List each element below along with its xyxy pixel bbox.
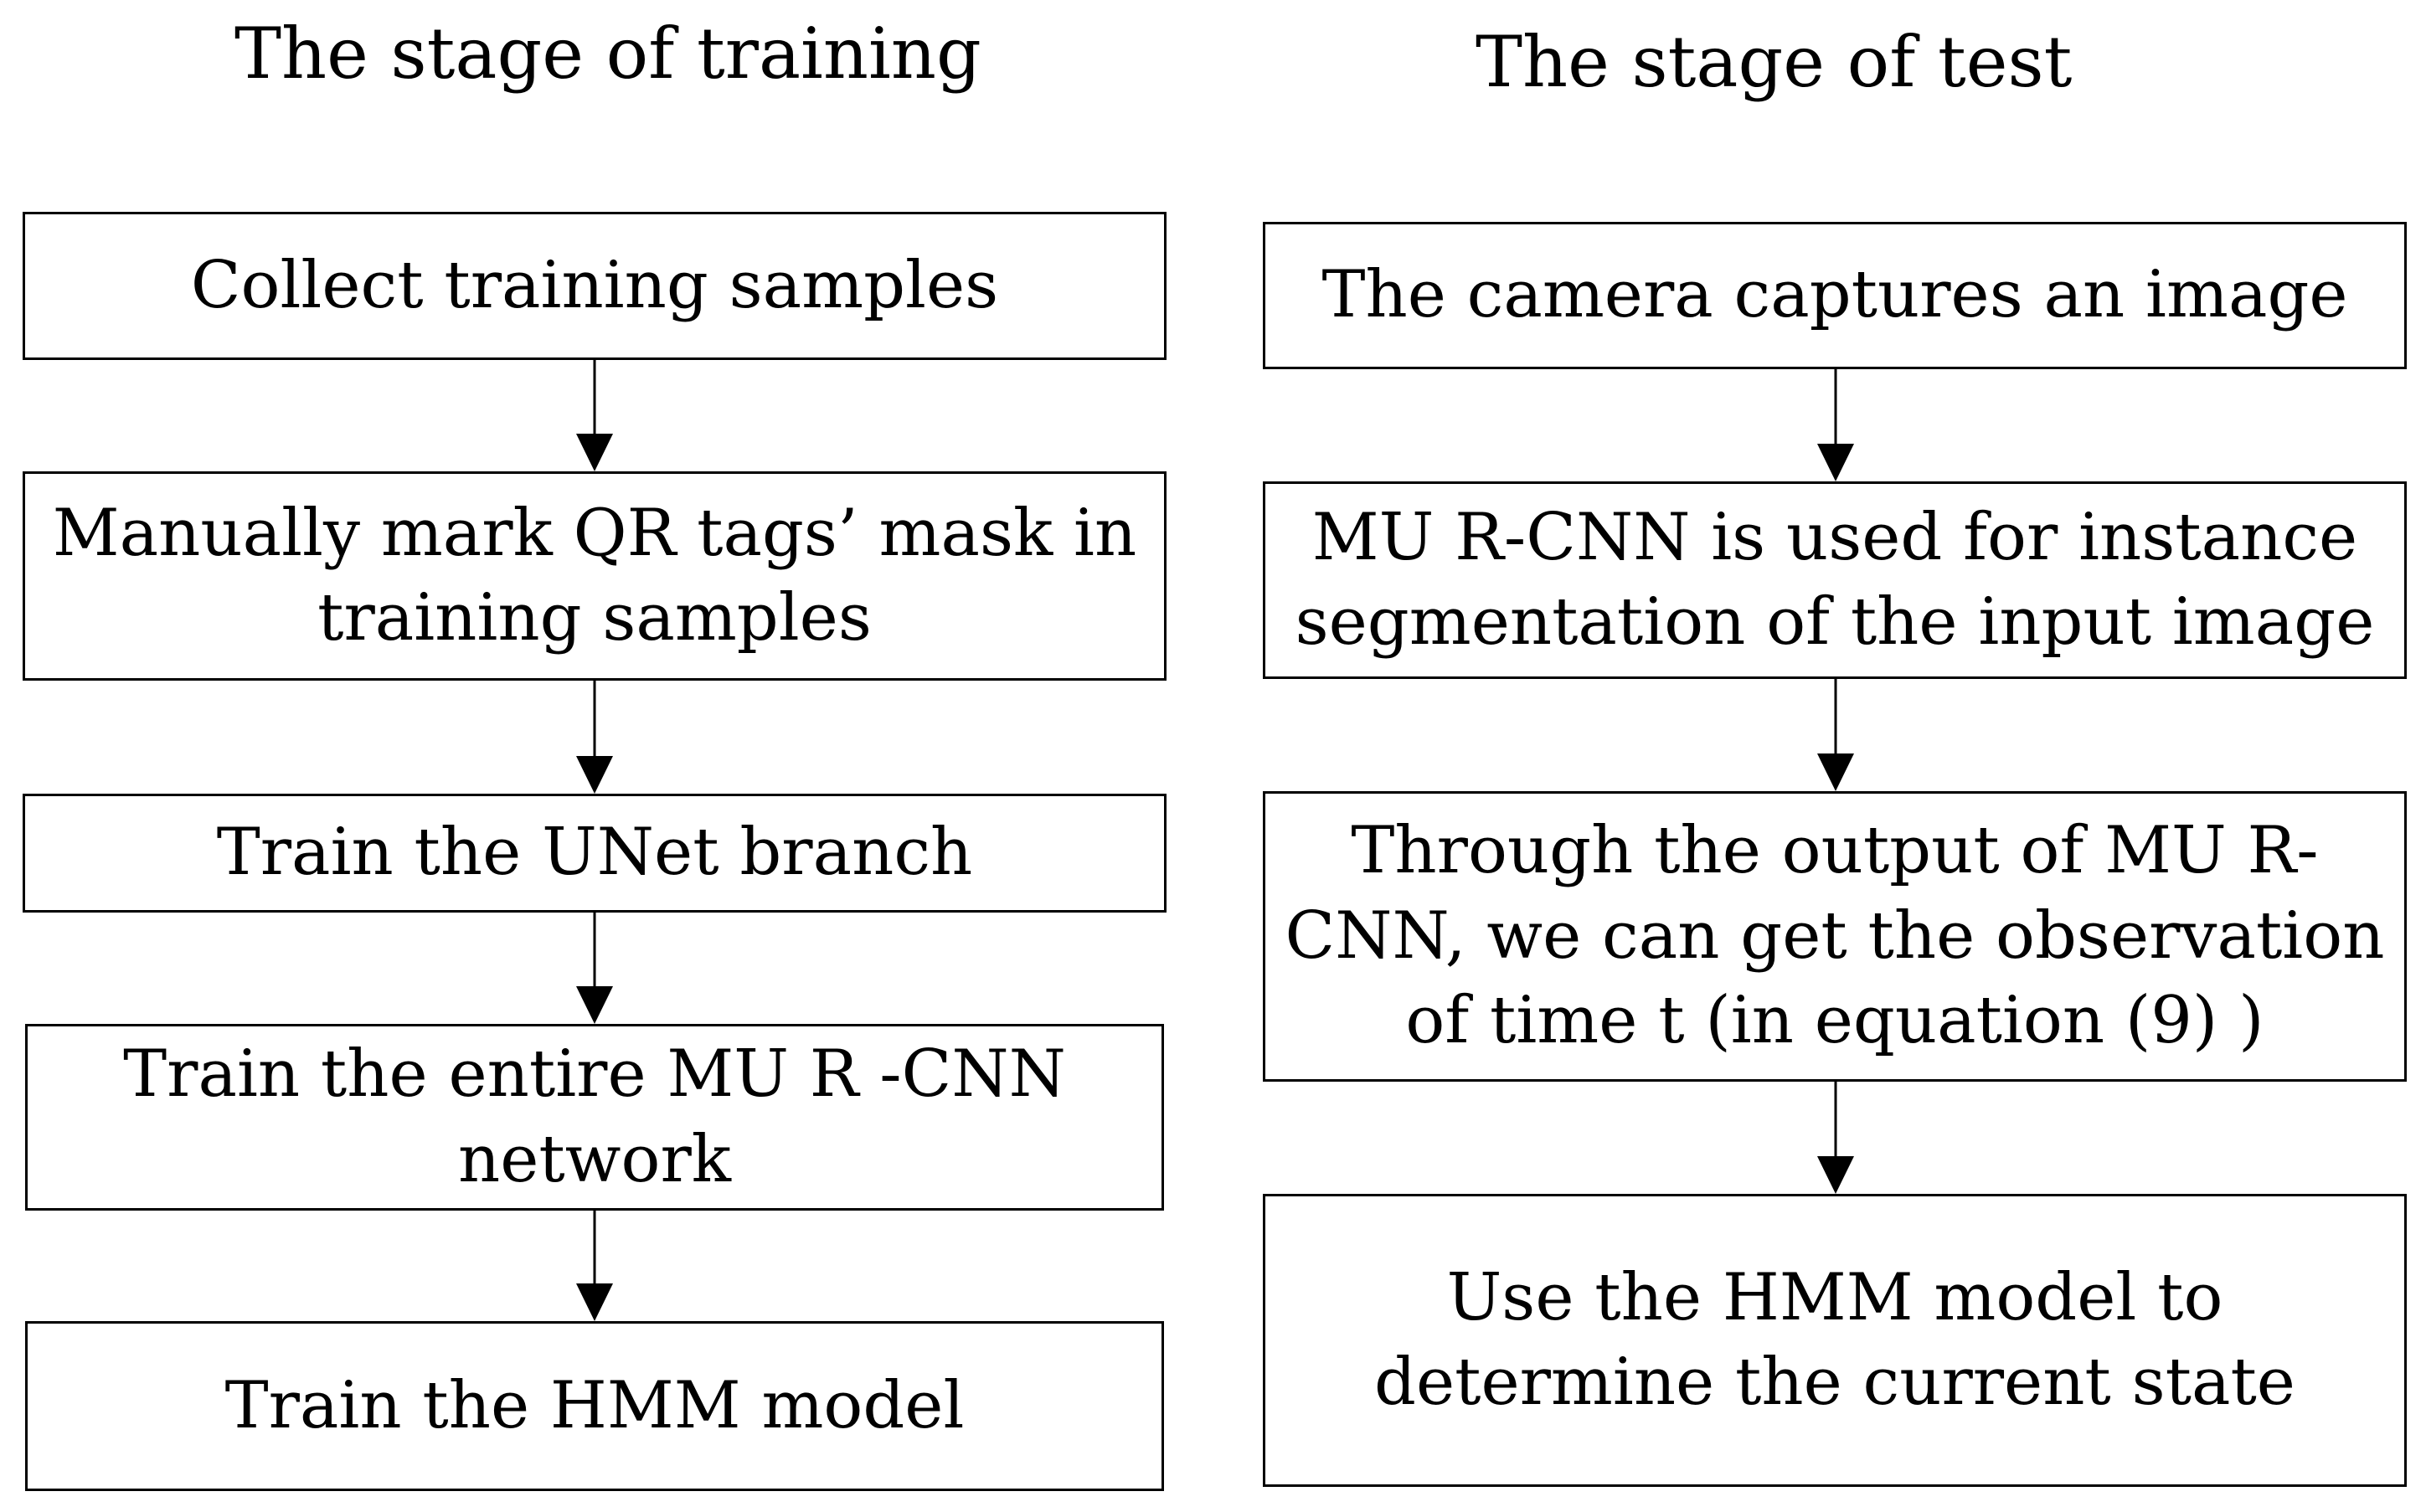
test-stage-title: The stage of test (1476, 21, 2073, 103)
test-arrow-2 (1817, 679, 1854, 791)
test-step-label: The camera captures an image (1321, 257, 2348, 333)
test-step-instance-segmentation: MU R-CNN is used for instance segmentati… (1263, 481, 2407, 679)
test-step-determine-state: Use the HMM model to determine the curre… (1263, 1194, 2407, 1487)
training-arrow-2 (576, 681, 613, 794)
training-step-train-mu-rcnn: Train the entire MU R -CNN network (25, 1024, 1164, 1211)
training-step-label: Manually mark QR tags’ mask in training … (52, 495, 1137, 656)
test-arrow-3 (1817, 1082, 1854, 1194)
test-step-label: Through the output of MU R- CNN, we can … (1285, 813, 2385, 1059)
test-step-label: MU R-CNN is used for instance segmentati… (1295, 499, 2375, 660)
training-stage-title: The stage of training (234, 13, 981, 95)
test-arrow-1 (1817, 369, 1854, 481)
training-arrow-1 (576, 360, 613, 471)
training-step-train-unet: Train the UNet branch (23, 794, 1167, 913)
training-step-mark-masks: Manually mark QR tags’ mask in training … (23, 471, 1167, 681)
training-step-label: Collect training samples (190, 247, 999, 323)
training-step-label: Train the entire MU R -CNN network (123, 1036, 1066, 1197)
training-step-collect-samples: Collect training samples (23, 212, 1167, 360)
test-step-label: Use the HMM model to determine the curre… (1374, 1259, 2295, 1420)
training-step-label: Train the UNet branch (216, 815, 973, 891)
training-arrow-3 (576, 913, 613, 1024)
test-step-capture-image: The camera captures an image (1263, 222, 2407, 369)
training-step-label: Train the HMM model (224, 1367, 965, 1443)
test-step-observation: Through the output of MU R- CNN, we can … (1263, 791, 2407, 1082)
training-step-train-hmm: Train the HMM model (25, 1321, 1164, 1491)
training-arrow-4 (576, 1211, 613, 1321)
